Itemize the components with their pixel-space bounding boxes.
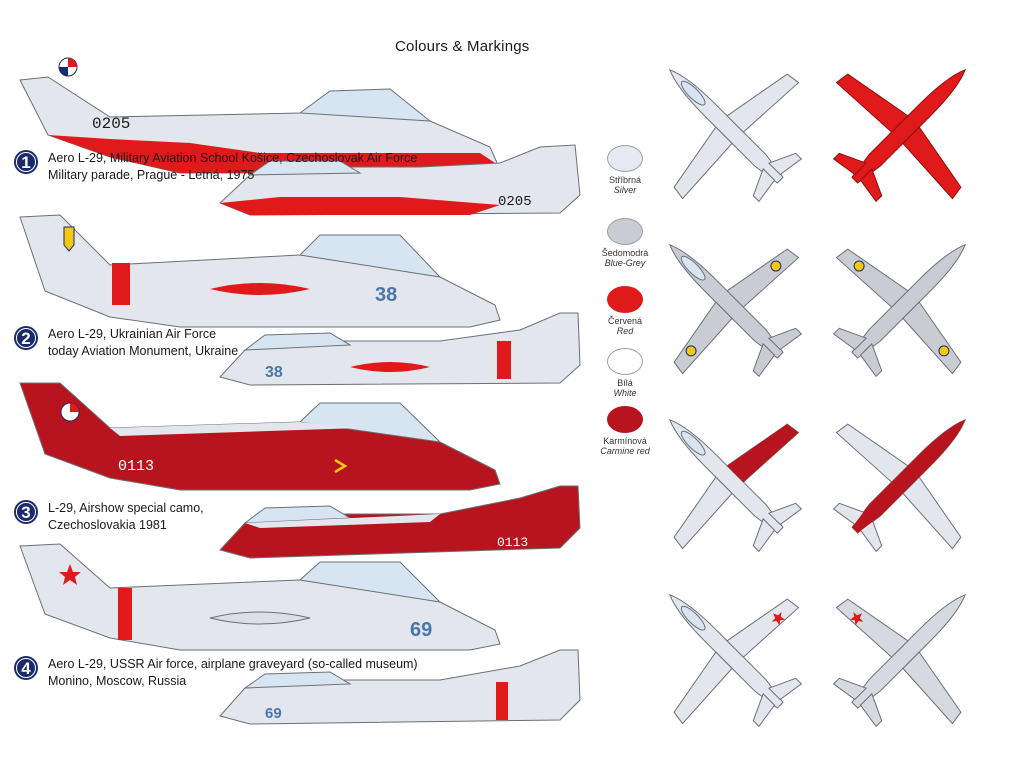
- scheme-number-badge: 4: [14, 656, 38, 680]
- scheme-number-badge: 3: [14, 500, 38, 524]
- serial-38-small-text: 38: [265, 364, 283, 381]
- swatch-blue-grey: [607, 218, 643, 245]
- scheme-1-line-2: Military parade, Prague - Letná, 1975: [48, 168, 255, 182]
- plan-view-3-bottom: [796, 361, 1010, 589]
- scheme-4-line-1: Aero L-29, USSR Air force, airplane grav…: [48, 657, 418, 671]
- serial-0113-text: 0113: [118, 458, 154, 475]
- scheme-1-profiles: 0205 0205: [0, 35, 620, 225]
- serial-69-text: 69: [410, 619, 432, 641]
- swatch-carmine: [607, 406, 643, 433]
- scheme-4-line-2: Monino, Moscow, Russia: [48, 674, 187, 688]
- scheme-3-profiles: 0113 0113: [0, 378, 620, 568]
- serial-0205-small-text: 0205: [498, 194, 532, 210]
- serial-0205-text: 0205: [92, 115, 130, 133]
- swatch-white: [607, 348, 643, 375]
- serial-0113-small-text: 0113: [497, 535, 528, 550]
- plan-view-1-bottom: [796, 30, 1010, 239]
- serial-69-small-text: 69: [265, 705, 282, 722]
- serial-38-text: 38: [375, 284, 397, 306]
- scheme-3-line-1: L-29, Airshow special camo,: [48, 501, 204, 515]
- aircraft-plan-views: [630, 30, 1010, 730]
- scheme-number-badge: 2: [14, 326, 38, 350]
- plan-view-2-bottom: [796, 186, 1010, 414]
- legend-item-white: Bílá White: [585, 348, 665, 398]
- plan-view-3-top: [630, 361, 839, 589]
- scheme-3-line-2: Czechoslovakia 1981: [48, 518, 167, 532]
- swatch-red: [607, 286, 643, 313]
- legend-item-silver: Stříbrná Silver: [585, 145, 665, 195]
- scheme-2-line-2: today Aviation Monument, Ukraine: [48, 344, 239, 358]
- scheme-1-line-1: Aero L-29, Military Aviation School Koši…: [48, 151, 418, 165]
- scheme-4-profiles: 69 69: [0, 538, 620, 728]
- aircraft-side-view-icon: 69 69: [19, 543, 581, 725]
- swatch-silver: [607, 145, 643, 172]
- aircraft-side-view-icon: 0205 0205: [19, 57, 581, 216]
- legend-item-blue-grey: Šedomodrá Blue-Grey: [585, 218, 665, 268]
- legend-item-carmine: Karmínová Carmine red: [585, 406, 665, 456]
- legend-item-red: Červená Red: [585, 286, 665, 336]
- plan-view-4-top: [630, 536, 839, 730]
- aircraft-side-view-icon: 38 38: [19, 214, 581, 386]
- plan-view-4-bottom: [796, 536, 1010, 730]
- scheme-2-profiles: 38 38: [0, 205, 620, 395]
- scheme-number-badge: 1: [14, 150, 38, 174]
- aircraft-side-view-icon: 0113 0113: [19, 382, 581, 559]
- plan-view-1-top: [630, 30, 839, 239]
- plan-view-2-top: [630, 186, 839, 414]
- scheme-2-line-1: Aero L-29, Ukrainian Air Force: [48, 327, 217, 341]
- page-title: Colours & Markings: [395, 38, 530, 55]
